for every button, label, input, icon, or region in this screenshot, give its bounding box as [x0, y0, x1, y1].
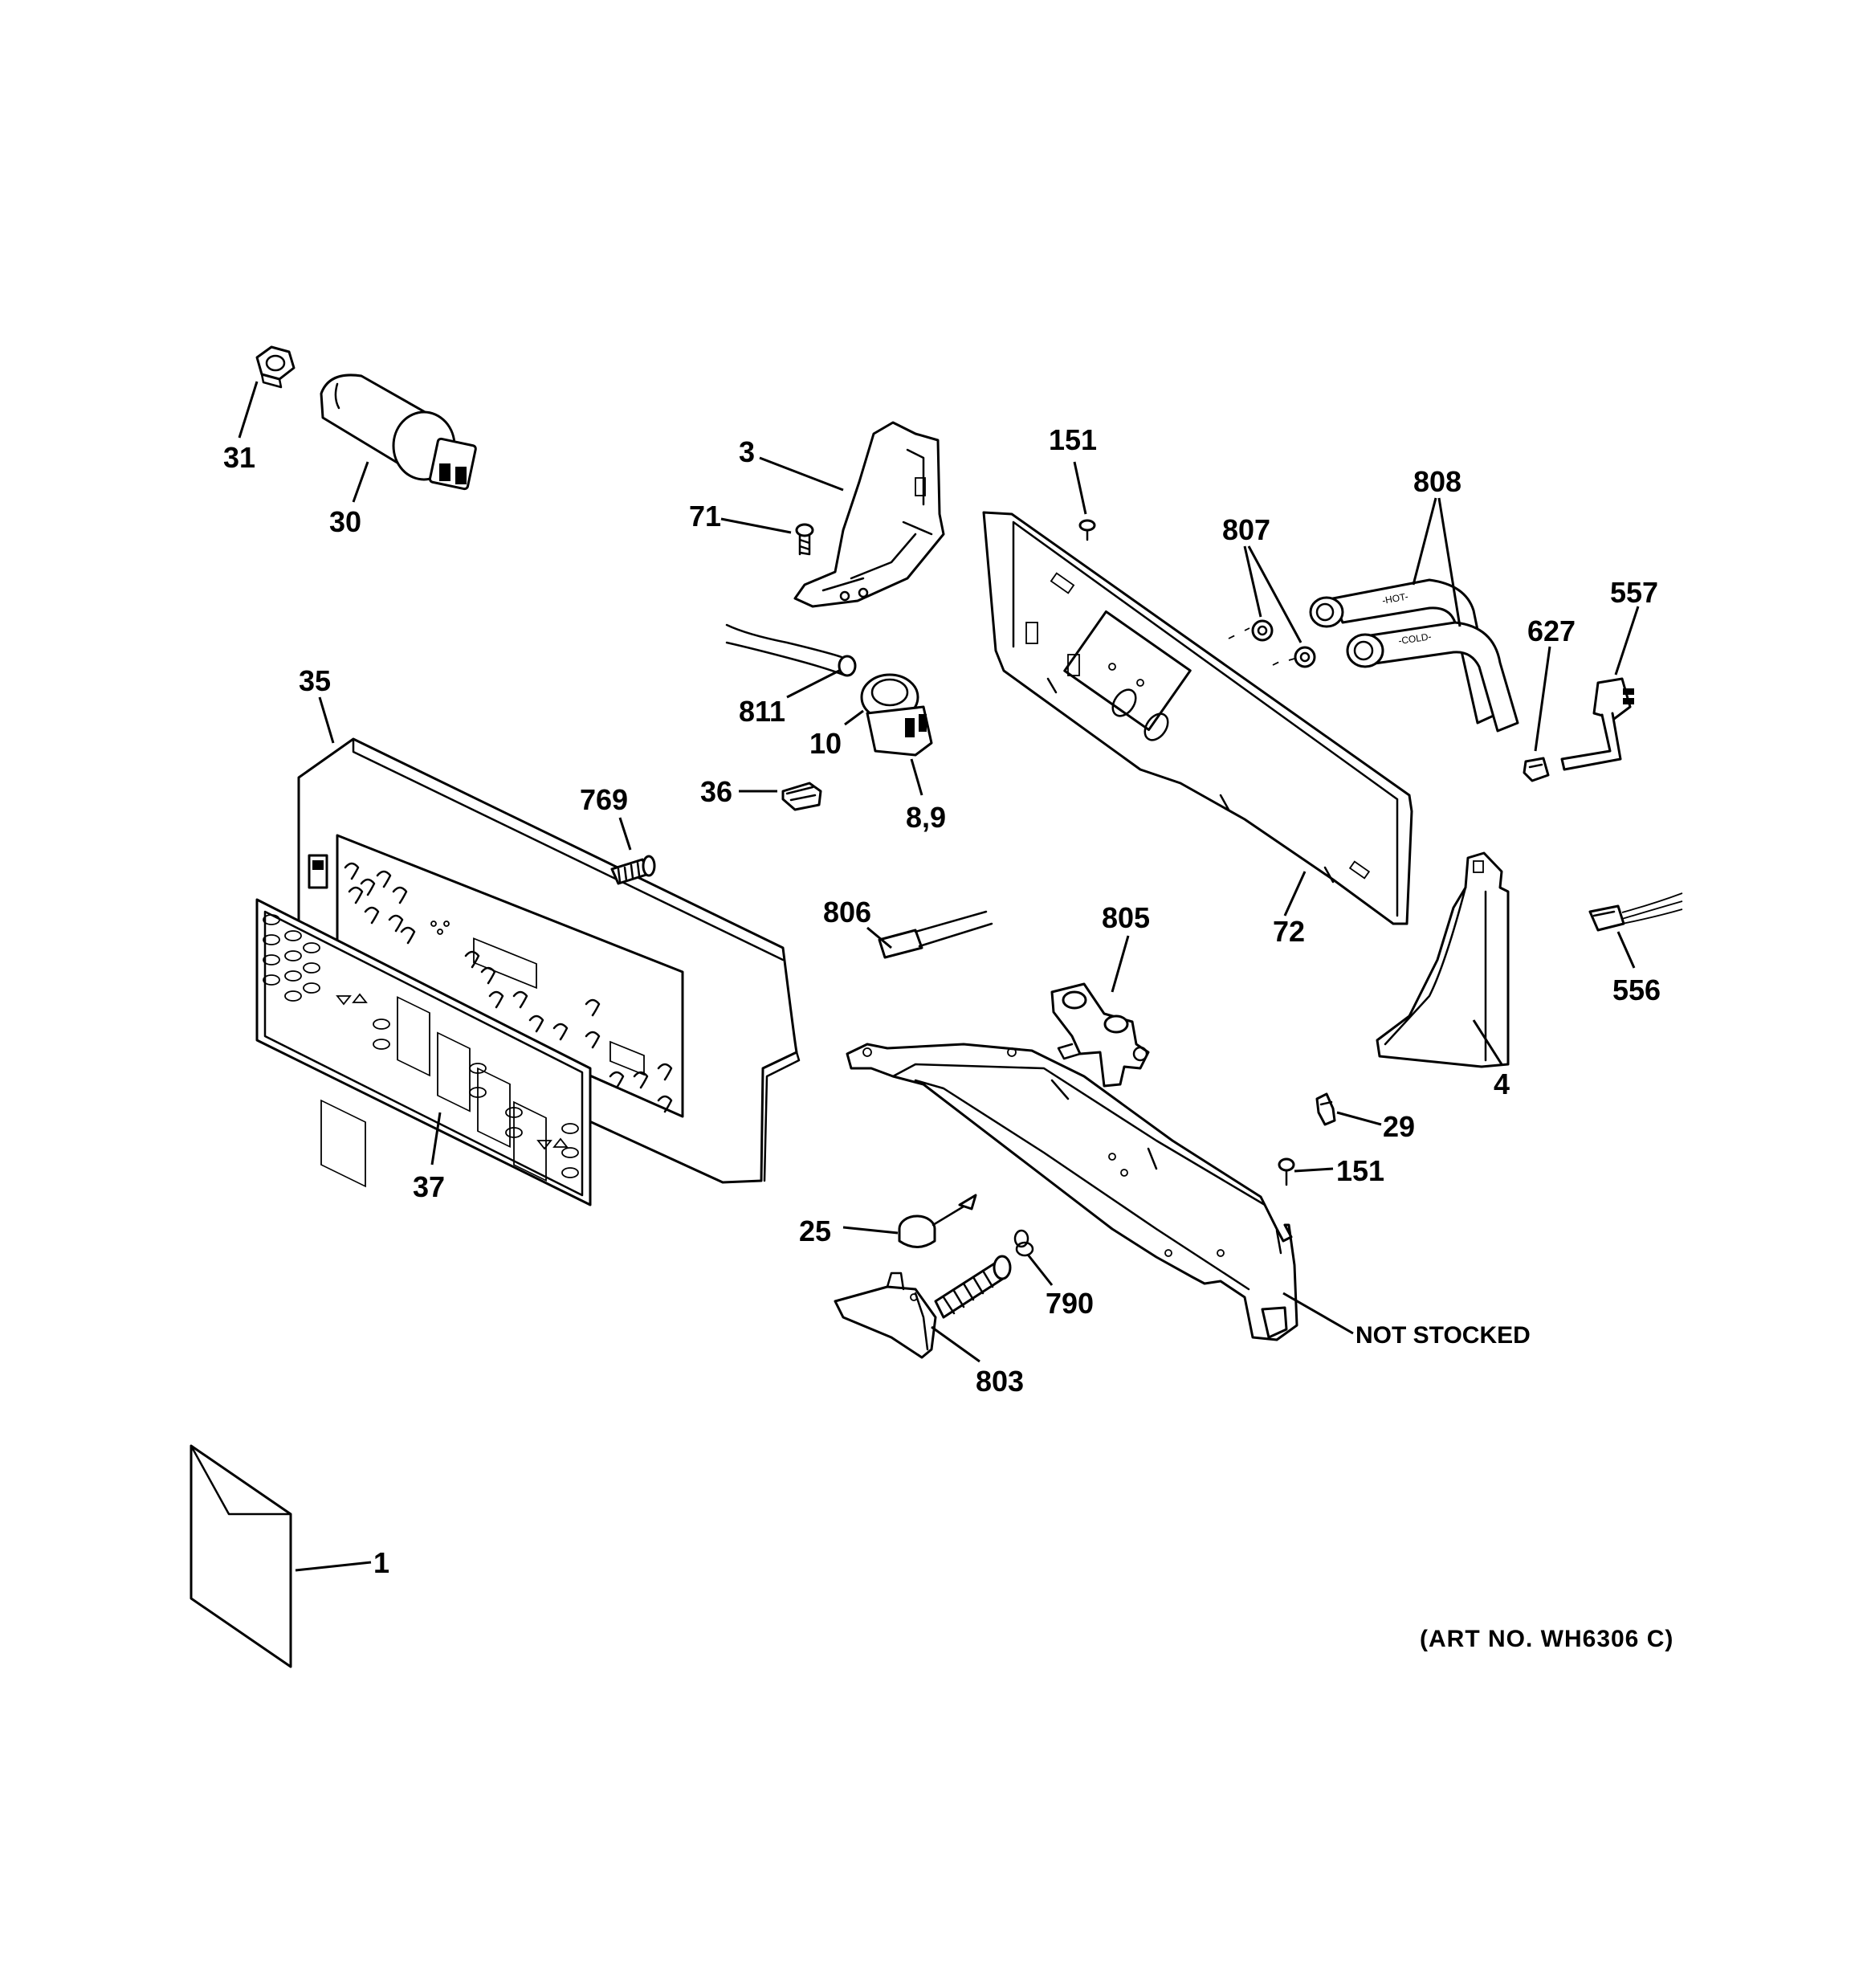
callout-25: 25 [799, 1214, 831, 1247]
callout-557: 557 [1610, 576, 1658, 609]
part-790-clamp [1013, 1229, 1034, 1257]
callout-806: 806 [823, 896, 871, 929]
part-151-screw-bottom [1278, 1157, 1295, 1186]
callout-not-stocked: NOT STOCKED [1355, 1322, 1531, 1349]
callout-805: 805 [1102, 901, 1150, 934]
art-number: (ART NO. WH6306 C) [1420, 1626, 1673, 1652]
overlay-buttons [263, 914, 579, 1178]
part-627-connector [1523, 757, 1550, 782]
part-3-left-bracket [793, 421, 945, 608]
part-37-overlay [255, 898, 592, 1206]
hose-hot-label: -HOT- [1381, 590, 1409, 606]
part-811-hose [725, 623, 857, 677]
callout-4: 4 [1494, 1067, 1510, 1100]
part-1-literature [190, 1444, 292, 1668]
callout-35: 35 [299, 664, 331, 697]
part-151-screw-top [1078, 519, 1096, 541]
callout-808: 808 [1413, 465, 1461, 498]
callout-811: 811 [739, 695, 785, 728]
callout-30: 30 [329, 505, 361, 538]
not-stocked-bracket [846, 1043, 1298, 1341]
part-556-connector [1588, 892, 1683, 932]
part-25-knob [898, 1194, 977, 1248]
callout-790: 790 [1046, 1287, 1094, 1320]
callout-769: 769 [580, 783, 628, 816]
hose-cold-label: -COLD- [1397, 631, 1432, 647]
part-4-right-bracket [1376, 851, 1510, 1068]
part-72-back-panel [982, 511, 1413, 925]
part-35-control-panel [297, 737, 801, 1184]
callout-10: 10 [809, 727, 842, 760]
part-806-probe [878, 910, 993, 959]
panel-icons [344, 862, 673, 1113]
callout-803: 803 [976, 1365, 1024, 1398]
part-805-water-valve [1050, 982, 1150, 1088]
part-30-capacitor [320, 374, 477, 491]
part-36-clip [781, 782, 822, 811]
part-31-hex-nut [255, 345, 296, 389]
callout-1: 1 [373, 1546, 389, 1579]
part-71-screw [795, 523, 814, 556]
leader-lines [238, 381, 1640, 1572]
callout-71: 71 [689, 500, 721, 533]
part-29-clip [1315, 1092, 1336, 1126]
callout-72: 72 [1273, 915, 1305, 948]
part-557-wire-harness [1560, 677, 1634, 771]
callout-36: 36 [700, 775, 732, 808]
part-10-pressure-switch [860, 673, 933, 757]
callout-8-9: 8,9 [906, 801, 946, 834]
part-808-inlet-hoses: -HOT- -COLD- [1309, 578, 1519, 733]
callout-556: 556 [1612, 974, 1661, 1006]
callout-3: 3 [739, 435, 755, 468]
callout-807: 807 [1222, 513, 1270, 546]
callout-37: 37 [413, 1170, 445, 1203]
callout-labels: 31 30 3 71 151 808 807 557 627 811 10 8,… [223, 423, 1661, 1579]
part-769-screw [610, 855, 656, 885]
callout-627: 627 [1527, 614, 1576, 647]
part-807-washers [1228, 619, 1316, 668]
callout-29: 29 [1383, 1110, 1415, 1143]
callout-31: 31 [223, 441, 255, 474]
part-803-dispenser [834, 1255, 1012, 1359]
callout-151-top: 151 [1049, 423, 1097, 456]
callout-151-bottom: 151 [1336, 1154, 1384, 1187]
